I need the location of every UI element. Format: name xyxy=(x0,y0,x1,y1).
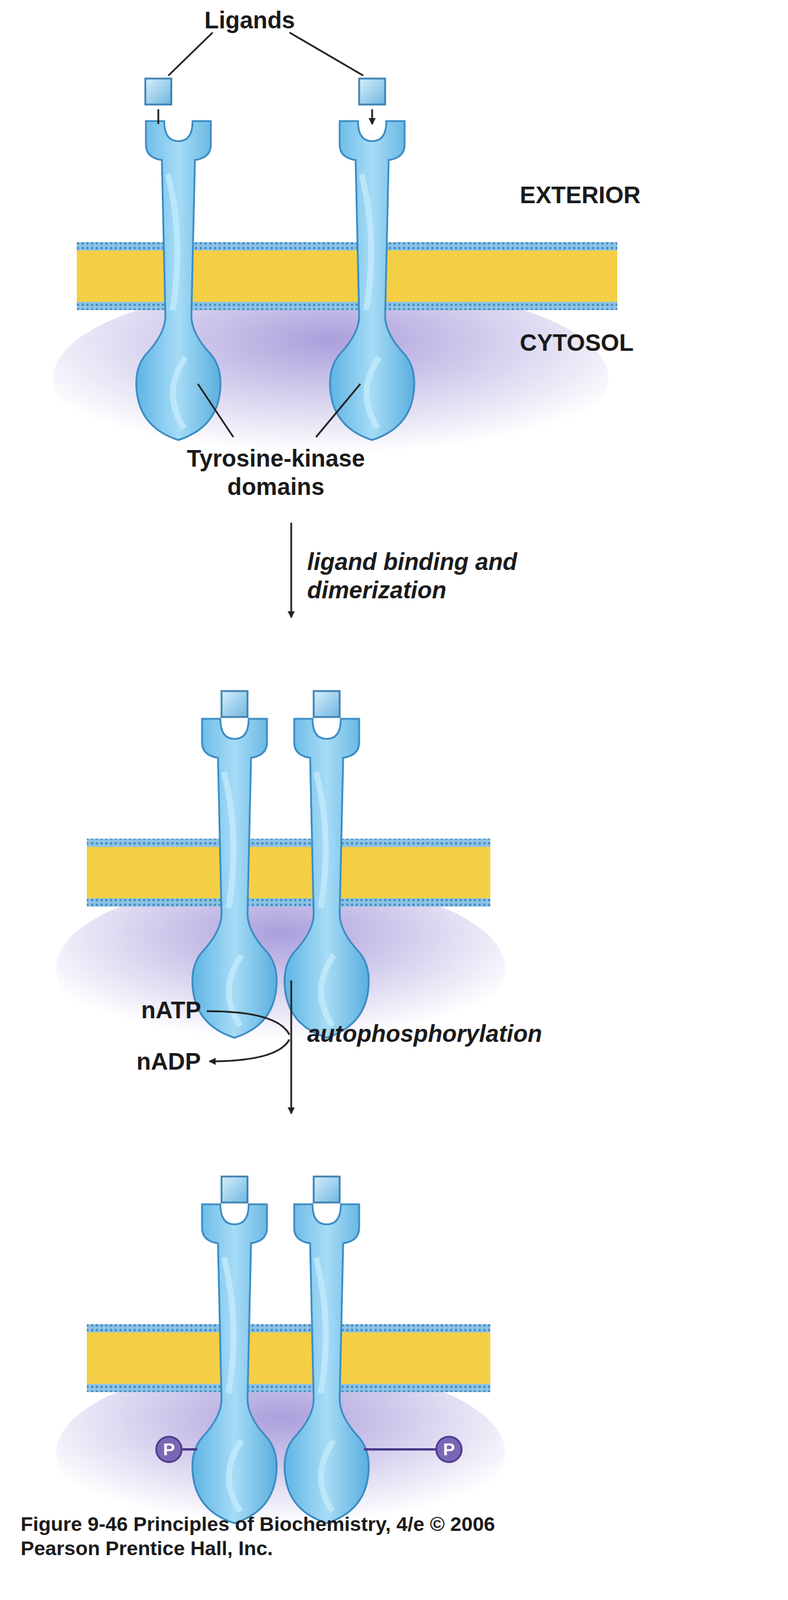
phosphate-label: P xyxy=(163,1439,175,1460)
region-label: EXTERIOR xyxy=(519,180,641,210)
figure-caption: Figure 9-46 Principles of Biochemistry, … xyxy=(20,1512,529,1561)
phosphate-circle: P xyxy=(155,1436,183,1464)
ligand-label: Ligands xyxy=(204,5,295,35)
reactant-label: nATP xyxy=(141,995,201,1025)
step-label: autophosphorylation xyxy=(307,1019,543,1048)
domain-label: Tyrosine-kinase domains xyxy=(145,444,406,501)
product-label: nADP xyxy=(136,1047,201,1076)
step-label: ligand binding and dimerization xyxy=(307,547,544,605)
region-label: CYTOSOL xyxy=(519,328,634,357)
phosphate-label: P xyxy=(443,1439,455,1460)
phosphate-circle: P xyxy=(435,1436,463,1464)
